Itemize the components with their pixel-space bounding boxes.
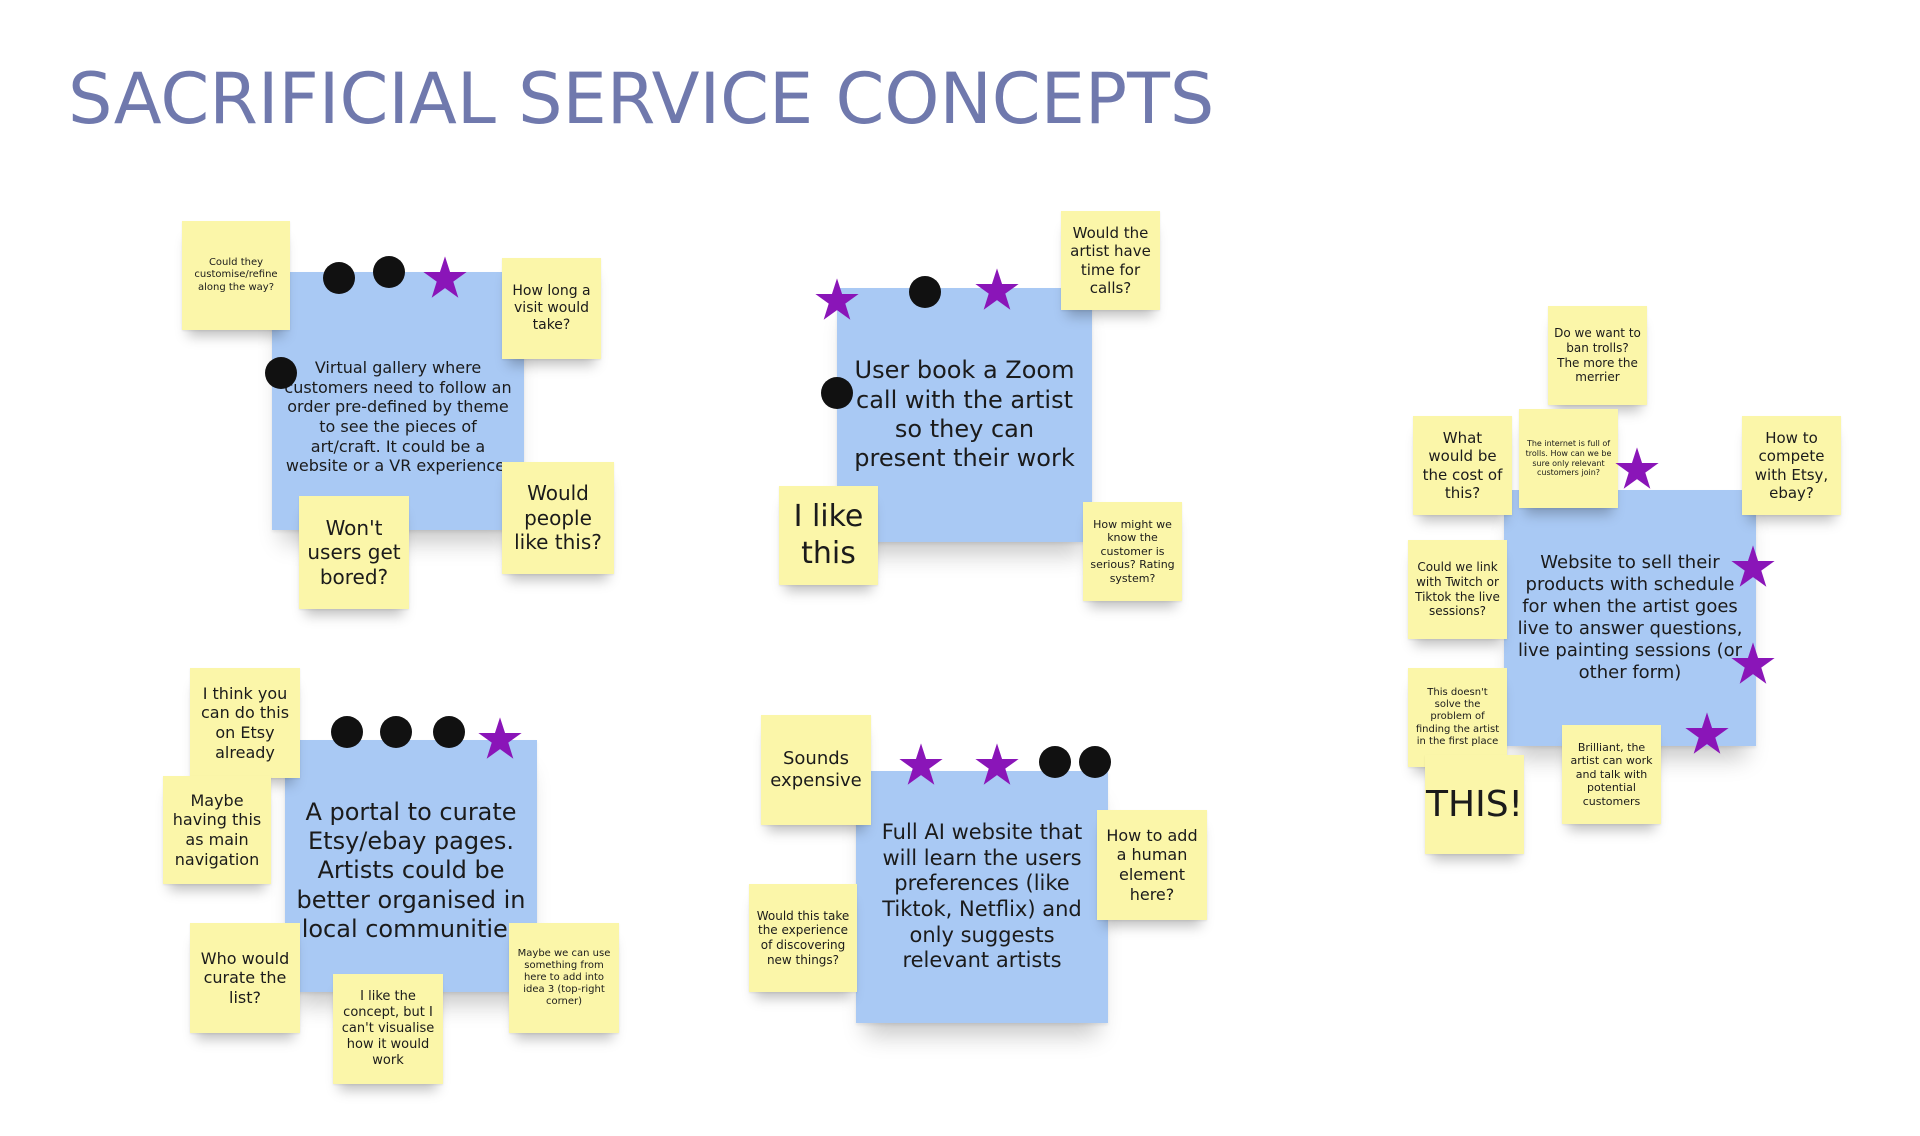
comment-note[interactable]: The internet is full of trolls. How can … — [1519, 409, 1618, 508]
dot-vote[interactable] — [331, 716, 363, 748]
star-vote-icon[interactable] — [477, 716, 523, 762]
concept-note-live-sessions[interactable]: Website to sell their products with sche… — [1504, 490, 1756, 746]
comment-text: How to add a human element here? — [1106, 825, 1198, 904]
star-vote-icon[interactable] — [1730, 641, 1776, 687]
comment-note[interactable]: How long a visit would take? — [502, 258, 601, 359]
comment-text: THIS! — [1426, 783, 1523, 825]
dot-vote[interactable] — [433, 716, 465, 748]
concept-note-virtual-gallery[interactable]: Virtual gallery where customers need to … — [272, 272, 524, 530]
comment-note[interactable]: Maybe we can use something from here to … — [509, 923, 619, 1033]
comment-text: This doesn't solve the problem of findin… — [1415, 687, 1500, 747]
comment-text: I think you can do this on Etsy already — [200, 683, 290, 762]
comment-text: Won't users get bored? — [307, 515, 401, 589]
dot-vote[interactable] — [821, 377, 853, 409]
comment-note[interactable]: Won't users get bored? — [299, 496, 409, 609]
comment-note[interactable]: Would this take the experience of discov… — [749, 884, 857, 992]
comment-note[interactable]: I like this — [779, 486, 878, 585]
concept-text: Virtual gallery where customers need to … — [284, 358, 512, 476]
star-vote-icon[interactable] — [1614, 446, 1660, 492]
comment-text: The internet is full of trolls. How can … — [1525, 439, 1612, 478]
page-title: SACRIFICIAL SERVICE CONCEPTS — [68, 58, 1215, 140]
concept-text: Website to sell their products with sche… — [1517, 552, 1743, 683]
comment-text: Do we want to ban trolls? The more the m… — [1554, 326, 1641, 385]
dot-vote[interactable] — [265, 357, 297, 389]
dot-vote[interactable] — [909, 276, 941, 308]
star-vote-icon[interactable] — [898, 742, 944, 788]
comment-text: Maybe having this as main navigation — [172, 790, 262, 869]
comment-text: Would the artist have time for calls? — [1070, 223, 1151, 297]
concept-note-etsy-portal[interactable]: A portal to curate Etsy/ebay pages. Arti… — [285, 740, 537, 992]
comment-text: Could they customise/refine along the wa… — [194, 257, 278, 293]
dot-vote[interactable] — [1039, 746, 1071, 778]
comment-note[interactable]: What would be the cost of this? — [1413, 416, 1512, 515]
comment-text: Who would curate the list? — [200, 948, 290, 1007]
comment-text: Would this take the experience of discov… — [756, 908, 850, 967]
comment-note[interactable]: I like the concept, but I can't visualis… — [333, 974, 443, 1084]
dot-vote[interactable] — [380, 716, 412, 748]
comment-note[interactable]: I think you can do this on Etsy already — [190, 668, 300, 778]
comment-note[interactable]: Who would curate the list? — [190, 923, 300, 1033]
comment-text: Could we link with Twitch or Tiktok the … — [1415, 560, 1500, 619]
star-vote-icon[interactable] — [1730, 544, 1776, 590]
comment-note[interactable]: Would people like this? — [502, 462, 614, 574]
comment-note[interactable]: How to add a human element here? — [1097, 810, 1207, 920]
concept-note-ai-website[interactable]: Full AI website that will learn the user… — [856, 771, 1108, 1023]
comment-text: I like the concept, but I can't visualis… — [341, 989, 435, 1068]
comment-note[interactable]: This doesn't solve the problem of findin… — [1408, 668, 1507, 767]
star-vote-icon[interactable] — [1684, 711, 1730, 757]
comment-text: I like this — [793, 498, 864, 571]
concept-text: A portal to curate Etsy/ebay pages. Arti… — [296, 797, 526, 943]
comment-text: Maybe we can use something from here to … — [517, 947, 611, 1008]
comment-note[interactable]: Could we link with Twitch or Tiktok the … — [1408, 540, 1507, 639]
comment-text: What would be the cost of this? — [1422, 428, 1503, 502]
comment-text: How long a visit would take? — [512, 282, 591, 334]
comment-text: How to compete with Etsy, ebay? — [1754, 428, 1829, 502]
comment-note[interactable]: Sounds expensive — [761, 715, 871, 825]
comment-note[interactable]: THIS! — [1425, 755, 1524, 854]
comment-note[interactable]: Maybe having this as main navigation — [163, 776, 271, 884]
comment-text: How might we know the customer is seriou… — [1090, 517, 1175, 585]
comment-text: Would people like this? — [514, 481, 602, 555]
star-vote-icon[interactable] — [422, 255, 468, 301]
comment-note[interactable]: Could they customise/refine along the wa… — [182, 221, 290, 330]
concept-text: Full AI website that will learn the user… — [881, 820, 1083, 973]
comment-note[interactable]: How to compete with Etsy, ebay? — [1742, 416, 1841, 515]
concept-text: User book a Zoom call with the artist so… — [854, 356, 1075, 473]
comment-text: Brilliant, the artist can work and talk … — [1570, 740, 1653, 808]
comment-note[interactable]: How might we know the customer is seriou… — [1083, 502, 1182, 601]
dot-vote[interactable] — [1079, 746, 1111, 778]
star-vote-icon[interactable] — [974, 742, 1020, 788]
dot-vote[interactable] — [323, 262, 355, 294]
comment-note[interactable]: Brilliant, the artist can work and talk … — [1562, 725, 1661, 824]
dot-vote[interactable] — [373, 256, 405, 288]
comment-text: Sounds expensive — [770, 748, 862, 791]
star-vote-icon[interactable] — [974, 267, 1020, 313]
comment-note[interactable]: Do we want to ban trolls? The more the m… — [1548, 306, 1647, 405]
comment-note[interactable]: Would the artist have time for calls? — [1061, 211, 1160, 310]
concept-note-zoom-call[interactable]: User book a Zoom call with the artist so… — [837, 288, 1092, 542]
star-vote-icon[interactable] — [814, 277, 860, 323]
